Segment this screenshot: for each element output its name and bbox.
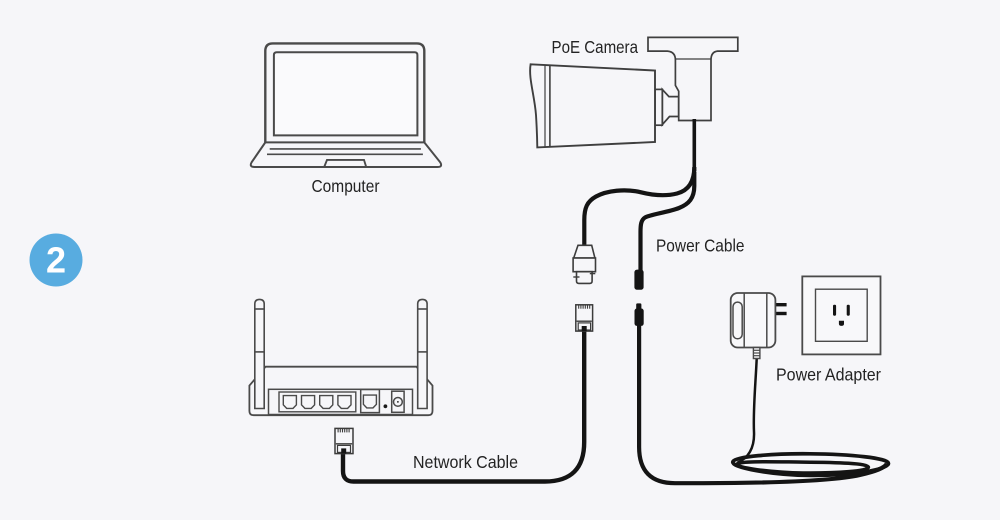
svg-text:Network Cable: Network Cable <box>413 452 518 472</box>
svg-text:PoE Camera: PoE Camera <box>552 37 639 57</box>
svg-text:2: 2 <box>46 240 66 281</box>
svg-text:Computer: Computer <box>312 176 380 196</box>
svg-text:Power Adapter: Power Adapter <box>776 365 881 385</box>
svg-text:Power Cable: Power Cable <box>656 236 745 256</box>
